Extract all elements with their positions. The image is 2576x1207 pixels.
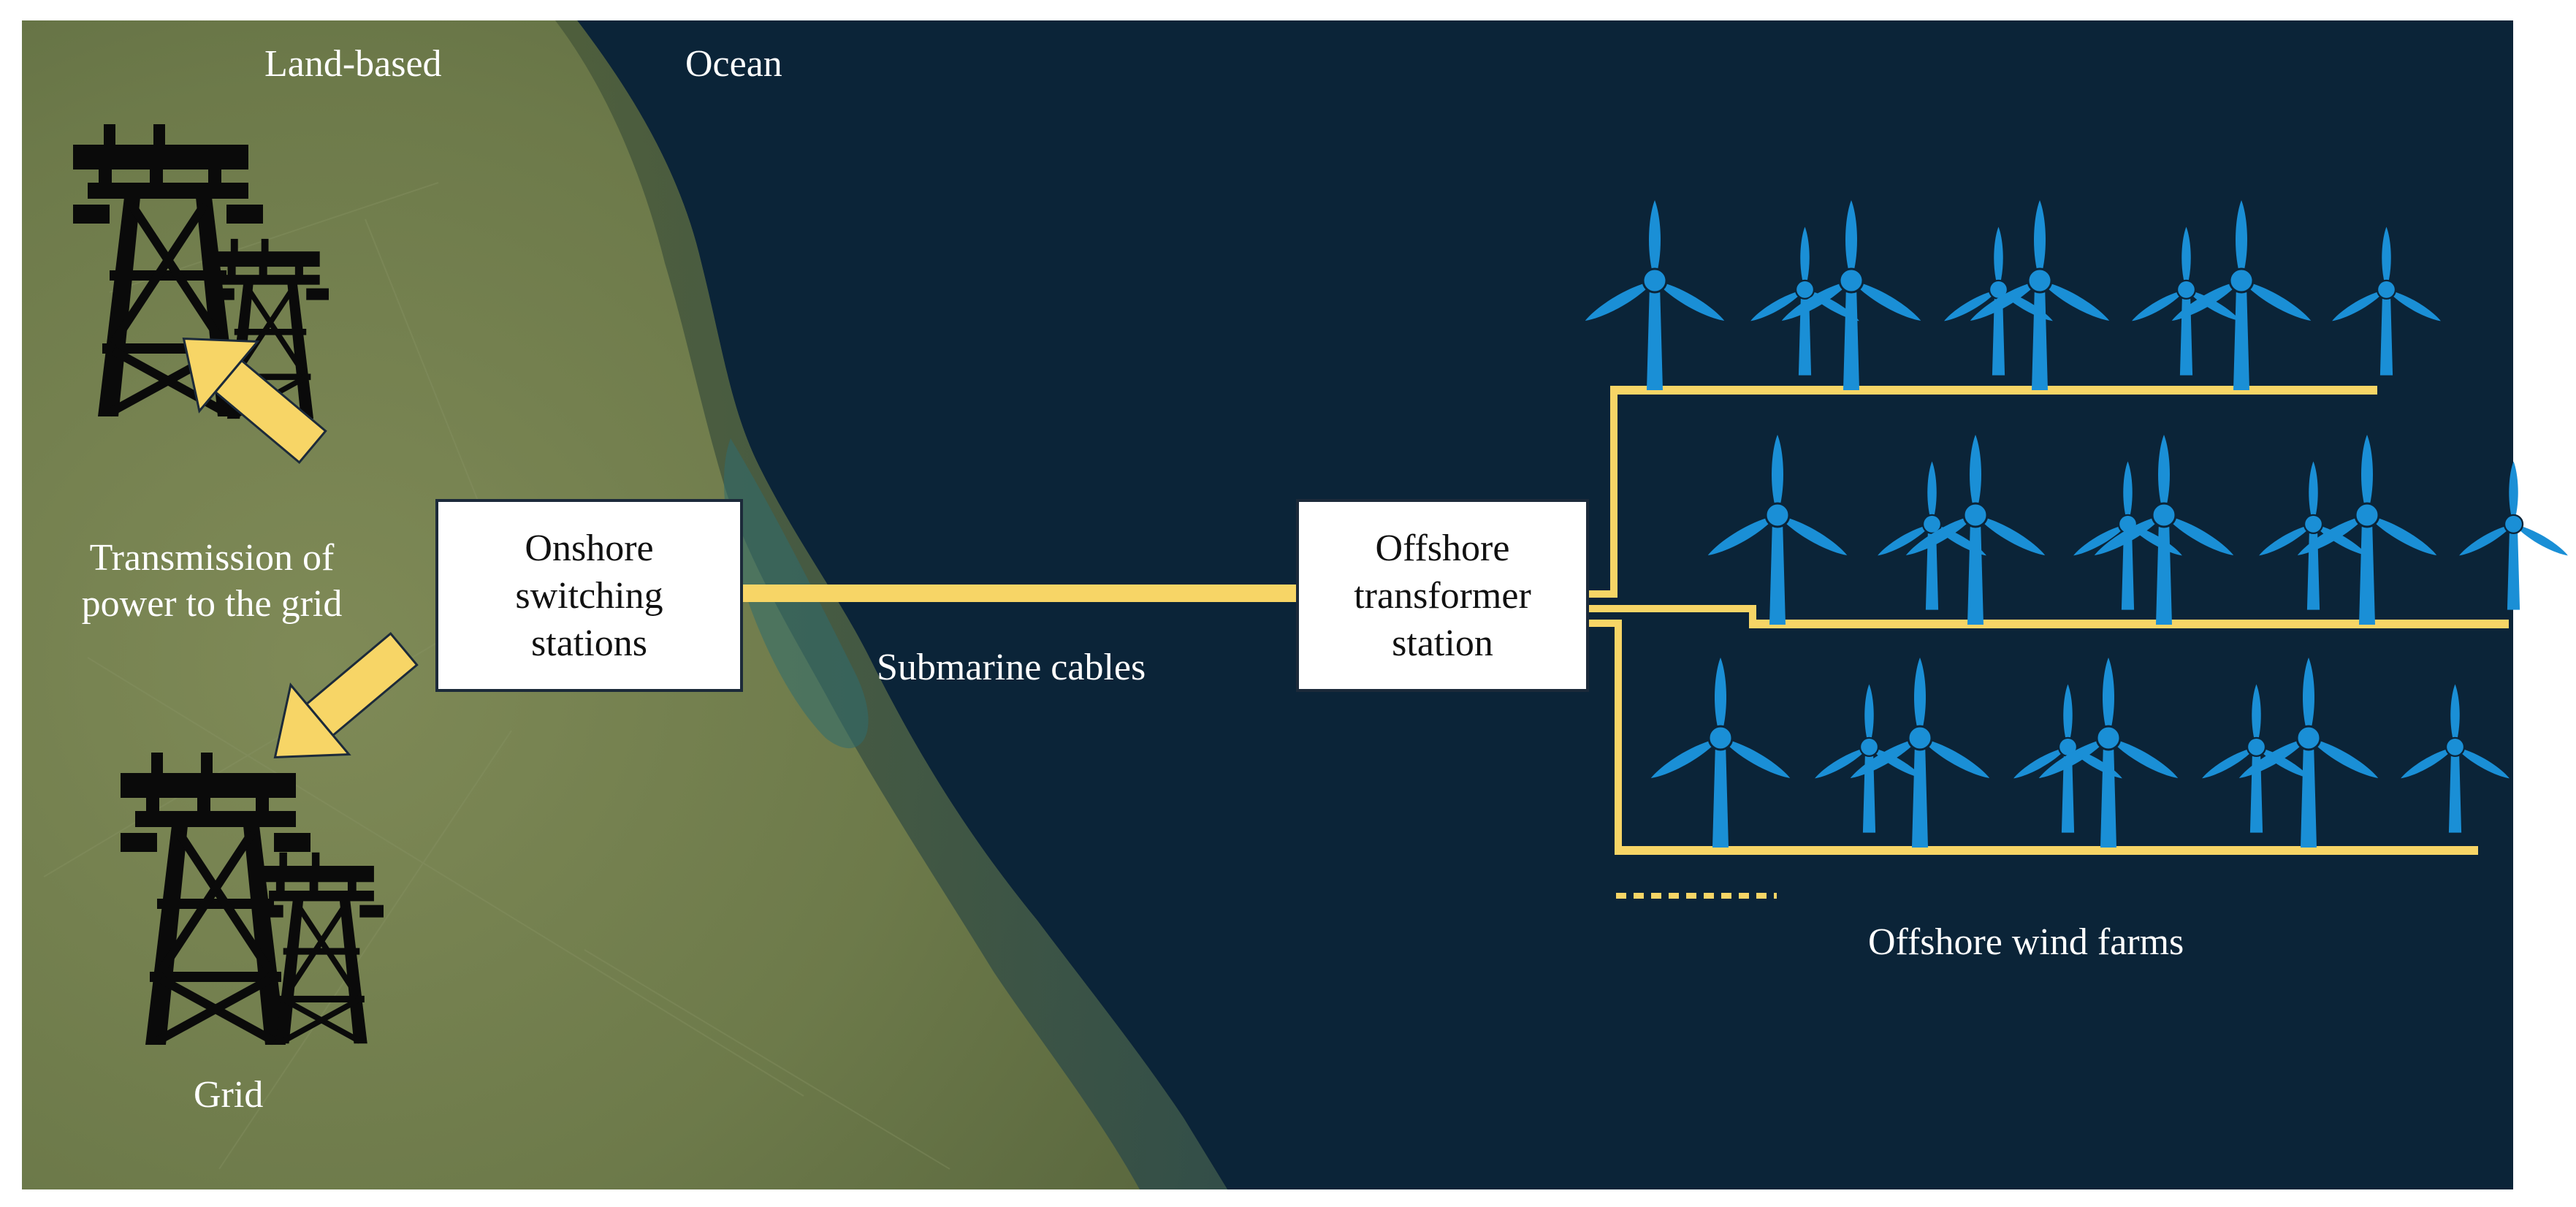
coastline (555, 20, 1227, 1189)
transmission-label: Transmission of power to the grid (58, 535, 365, 628)
transmission-label-line2: power to the grid (81, 583, 343, 625)
offshore-transformer-station-box: Offshore transformer station (1296, 499, 1589, 692)
grid-label: Grid (194, 1074, 264, 1116)
submarine-cables-label: Submarine cables (877, 647, 1146, 688)
submarine-cable (742, 585, 1298, 602)
array-cables (1587, 386, 2509, 855)
arrow-icon (182, 338, 327, 464)
offshore-box-line2: transformer (1354, 574, 1531, 617)
offshore-box-line1: Offshore (1375, 527, 1510, 569)
offshore-box-line3: station (1392, 622, 1493, 664)
onshore-box-line3: stations (531, 622, 647, 664)
transmission-label-line1: Transmission of (89, 537, 335, 579)
onshore-switching-stations-box: Onshore switching stations (435, 499, 743, 692)
land-based-label: Land-based (264, 43, 442, 85)
offshore-wind-farms-label: Offshore wind farms (1868, 921, 2184, 963)
arrow-icon (273, 632, 419, 758)
onshore-box-line1: Onshore (525, 527, 654, 569)
onshore-box-line2: switching (515, 574, 663, 617)
ocean-label: Ocean (685, 43, 782, 85)
